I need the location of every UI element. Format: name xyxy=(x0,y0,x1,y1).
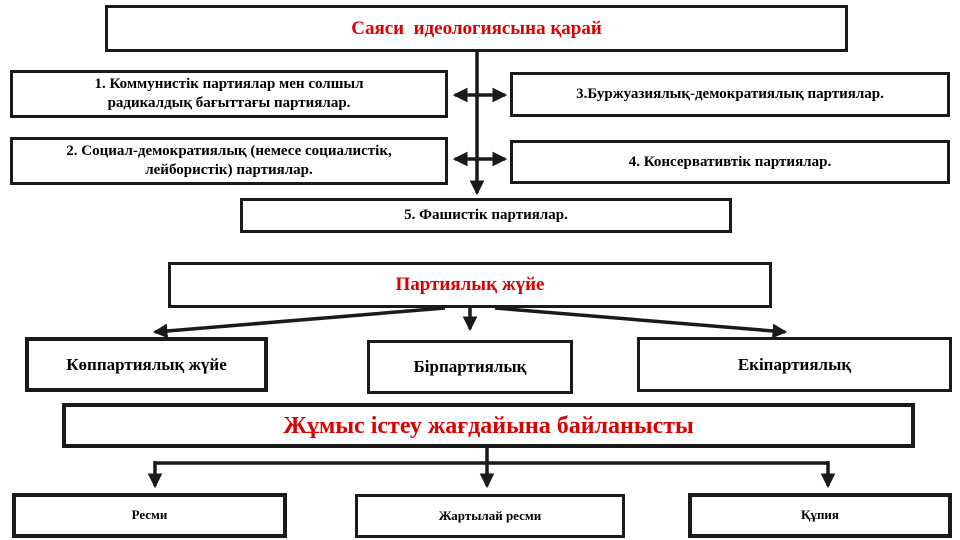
communist-parties-box: 1. Коммунистік партиялар мен солшыл ради… xyxy=(10,70,448,118)
connector-ps-right xyxy=(494,306,788,339)
social-democratic-parties-box: 2. Социал-демократиялық (немесе социалис… xyxy=(10,137,448,185)
connector-ps-left xyxy=(152,306,446,339)
two-party-system-box: Екіпартиялық xyxy=(637,337,952,392)
secret-box: Құпия xyxy=(688,493,952,538)
semi-official-box: Жартылай ресми xyxy=(355,494,625,538)
ideology-title-box: Саяси идеологиясына қарай xyxy=(105,5,848,52)
official-box: Ресми xyxy=(12,493,287,538)
fascist-parties-box: 5. Фашистік партиялар. xyxy=(240,198,732,233)
multi-party-system-box: Көппартиялық жүйе xyxy=(25,337,268,392)
working-condition-title-box: Жұмыс істеу жағдайына байланысты xyxy=(62,403,915,448)
bourgeois-democratic-parties-box: 3.Буржуазиялық-демократиялық партиялар. xyxy=(510,72,950,117)
conservative-parties-box: 4. Консервативтік партиялар. xyxy=(510,140,950,184)
single-party-system-box: Бірпартиялық xyxy=(367,340,573,394)
party-system-title-box: Партиялық жүйе xyxy=(168,262,772,308)
